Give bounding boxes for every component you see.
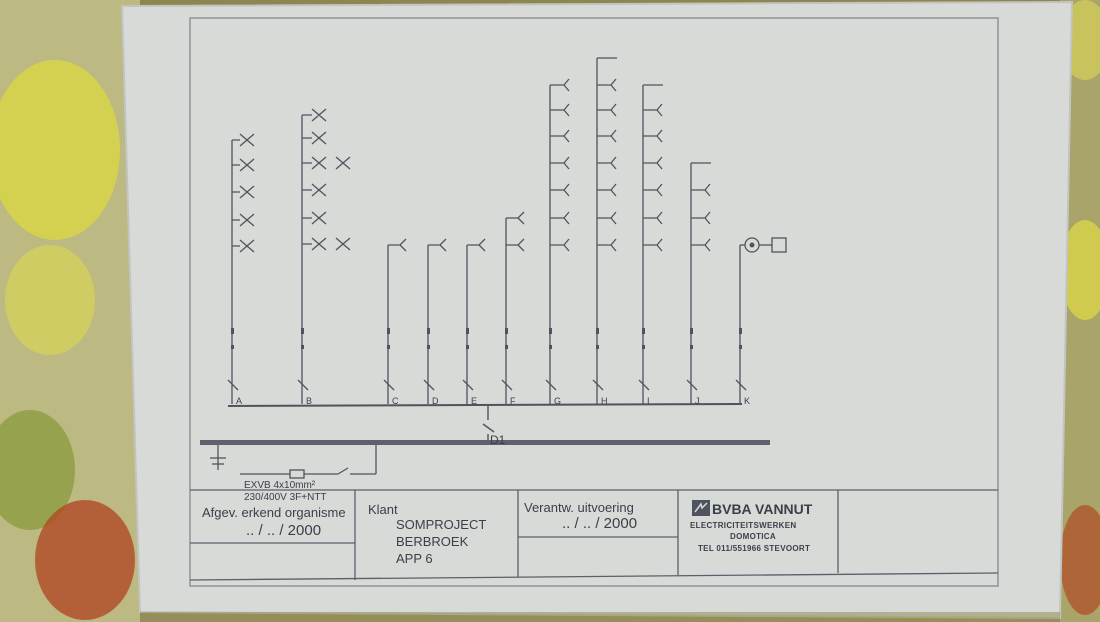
responsible-date: .. / .. / 2000 — [562, 515, 638, 532]
circuit-a — [227, 133, 255, 404]
circuit-b — [297, 108, 351, 404]
supply-feeder — [210, 445, 377, 479]
circuit-label-d: D — [432, 396, 439, 406]
main-switch-d1 — [482, 406, 495, 440]
circuit-label-b: B — [306, 396, 313, 406]
main-busbar — [200, 440, 770, 445]
circuit-label-e: E — [471, 396, 478, 406]
title-block — [189, 489, 999, 581]
leaf-green — [0, 410, 75, 530]
company-line3: TEL 011/551966 STEVOORT — [698, 544, 811, 553]
circuit-c — [383, 238, 407, 404]
circuit-label-g: G — [554, 396, 562, 406]
company-logo-icon — [692, 500, 710, 516]
circuit-d — [423, 238, 447, 404]
circuit-i — [638, 84, 663, 404]
circuit-label-h: H — [601, 396, 608, 406]
circuit-g — [545, 78, 570, 404]
company-line1: ELECTRICITEITSWERKEN — [690, 521, 797, 530]
circuit-e — [462, 238, 486, 404]
company-line2: DOMOTICA — [730, 532, 776, 541]
circuit-j — [686, 162, 711, 404]
client-line1: SOMPROJECT — [396, 517, 487, 532]
distribution-bar — [227, 403, 743, 407]
flower-yellow-top — [0, 60, 120, 240]
flower-yellow-mid — [5, 245, 95, 355]
responsible-label: Verantw. uitvoering — [524, 500, 634, 515]
main-switch-label: D1 — [490, 433, 506, 447]
flower-red — [35, 500, 135, 620]
circuit-label-j: J — [695, 396, 700, 406]
client-line2: BERBROEK — [396, 534, 469, 549]
circuit-label-k: K — [744, 396, 751, 406]
circuit-k — [735, 237, 787, 404]
circuit-label-f: F — [510, 396, 516, 406]
client-label: Klant — [368, 502, 398, 517]
drawing-frame — [189, 17, 999, 587]
circuit-f — [501, 211, 525, 404]
device-marks — [231, 328, 742, 349]
approval-date: .. / .. / 2000 — [246, 522, 322, 539]
circuit-label-a: A — [236, 396, 243, 406]
client-line3: APP 6 — [396, 551, 433, 566]
approval-label: Afgev. erkend organisme — [202, 505, 346, 520]
feeder-cable: EXVB 4x10mm² — [244, 480, 316, 491]
feeder-supply: 230/400V 3F+NTT — [244, 492, 327, 503]
circuit-label-c: C — [392, 396, 399, 406]
company-name: BVBA VANNUT — [712, 501, 813, 517]
circuit-label-i: I — [647, 396, 650, 406]
